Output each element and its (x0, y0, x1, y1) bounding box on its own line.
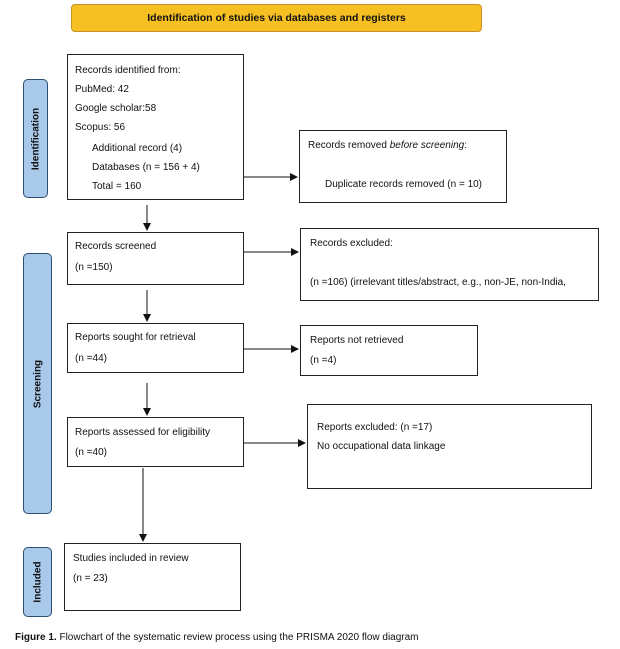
records-screened-count: (n =150) (75, 262, 113, 273)
records-excluded-box: Records excluded: (n =106) (irrelevant t… (300, 228, 599, 301)
studies-included-title: Studies included in review (73, 553, 189, 564)
total-count: Total = 160 (92, 181, 142, 192)
records-screened-box: Records screened (n =150) (67, 232, 244, 285)
reports-excluded-title: Reports excluded: (n =17) (317, 422, 433, 433)
figure-caption-text: Flowchart of the systematic review proce… (56, 632, 419, 643)
pubmed-count: PubMed: 42 (75, 84, 129, 95)
databases-count: Databases (n = 156 + 4) (92, 162, 200, 173)
records-excluded-title: Records excluded: (310, 238, 393, 249)
reports-assessed-title: Reports assessed for eligibility (75, 427, 211, 438)
reports-not-retrieved-title: Reports not retrieved (310, 335, 404, 346)
reports-assessed-box: Reports assessed for eligibility (n =40) (67, 417, 244, 467)
phase-included: Included (23, 547, 52, 617)
figure-caption-label: Figure 1. (15, 632, 57, 643)
records-removed-title: Records removed before screening: (308, 140, 467, 151)
reports-assessed-count: (n =40) (75, 447, 107, 458)
records-identified-title: Records identified from: (75, 65, 181, 76)
figure-caption: Figure 1. Flowchart of the systematic re… (15, 632, 419, 643)
records-excluded-detail: (n =106) (irrelevant titles/abstract, e.… (310, 277, 566, 288)
google-scholar-count: Google scholar:58 (75, 103, 157, 114)
studies-included-box: Studies included in review (n = 23) (64, 543, 241, 611)
additional-record: Additional record (4) (92, 143, 183, 154)
reports-sought-count: (n =44) (75, 353, 107, 364)
reports-excluded-detail: No occupational data linkage (317, 441, 446, 452)
reports-excluded-box: Reports excluded: (n =17) No occupationa… (307, 404, 592, 489)
records-screened-title: Records screened (75, 241, 157, 252)
reports-sought-box: Reports sought for retrieval (n =44) (67, 323, 244, 373)
duplicates-removed: Duplicate records removed (n = 10) (325, 179, 483, 190)
reports-not-retrieved-count: (n =4) (310, 355, 337, 366)
studies-included-count: (n = 23) (73, 573, 108, 584)
reports-not-retrieved-box: Reports not retrieved (n =4) (300, 325, 478, 376)
scopus-count: Scopus: 56 (75, 122, 126, 133)
records-removed-box: Records removed before screening: Duplic… (299, 130, 507, 203)
diagram-header: Identification of studies via databases … (71, 4, 482, 32)
phase-screening: Screening (23, 253, 52, 514)
reports-sought-title: Reports sought for retrieval (75, 332, 196, 343)
records-identified-box: Records identified from: PubMed: 42 Goog… (67, 54, 244, 200)
phase-identification: Identification (23, 79, 48, 198)
